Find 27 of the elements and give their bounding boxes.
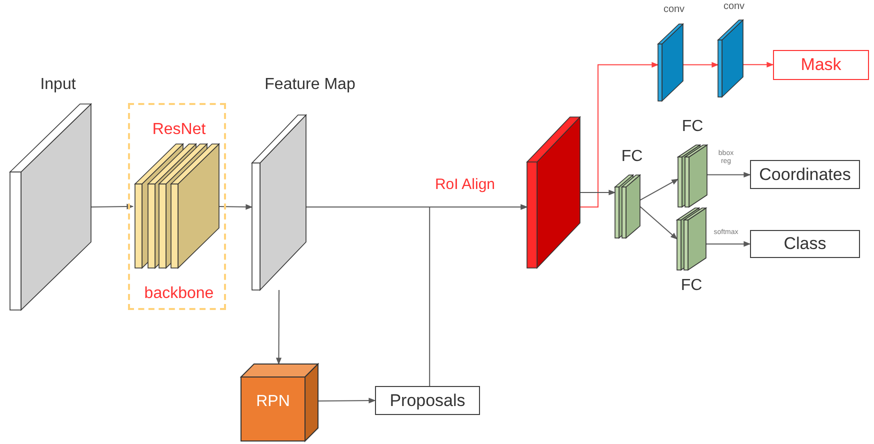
arrow [318,398,376,404]
result-box: Coordinates [750,160,860,189]
arrow [580,190,616,196]
arrow [640,206,678,240]
node-heading: Input [39,76,77,94]
node-heading: FC [680,118,704,136]
node-heading: ResNet [151,121,207,139]
backbone-group-frame [128,103,226,310]
arrow [90,204,134,210]
node-heading: FC [620,148,644,166]
node-heading: conv [722,1,746,12]
arrow [580,62,659,208]
arrow [742,62,774,68]
node-heading: FC [680,277,704,295]
arrow [706,172,751,178]
node-heading: conv [662,4,686,15]
arrow [682,62,719,68]
arrow [640,178,679,201]
node-label: RPN [255,393,291,411]
node-label: backbone [143,285,215,303]
result-box: Proposals [375,386,480,415]
arrow [706,241,751,247]
arrow [429,204,528,386]
result-box: Mask [773,50,869,80]
node-heading: Feature Map [264,76,356,94]
result-box: Class [750,230,860,258]
arrow [276,290,282,365]
